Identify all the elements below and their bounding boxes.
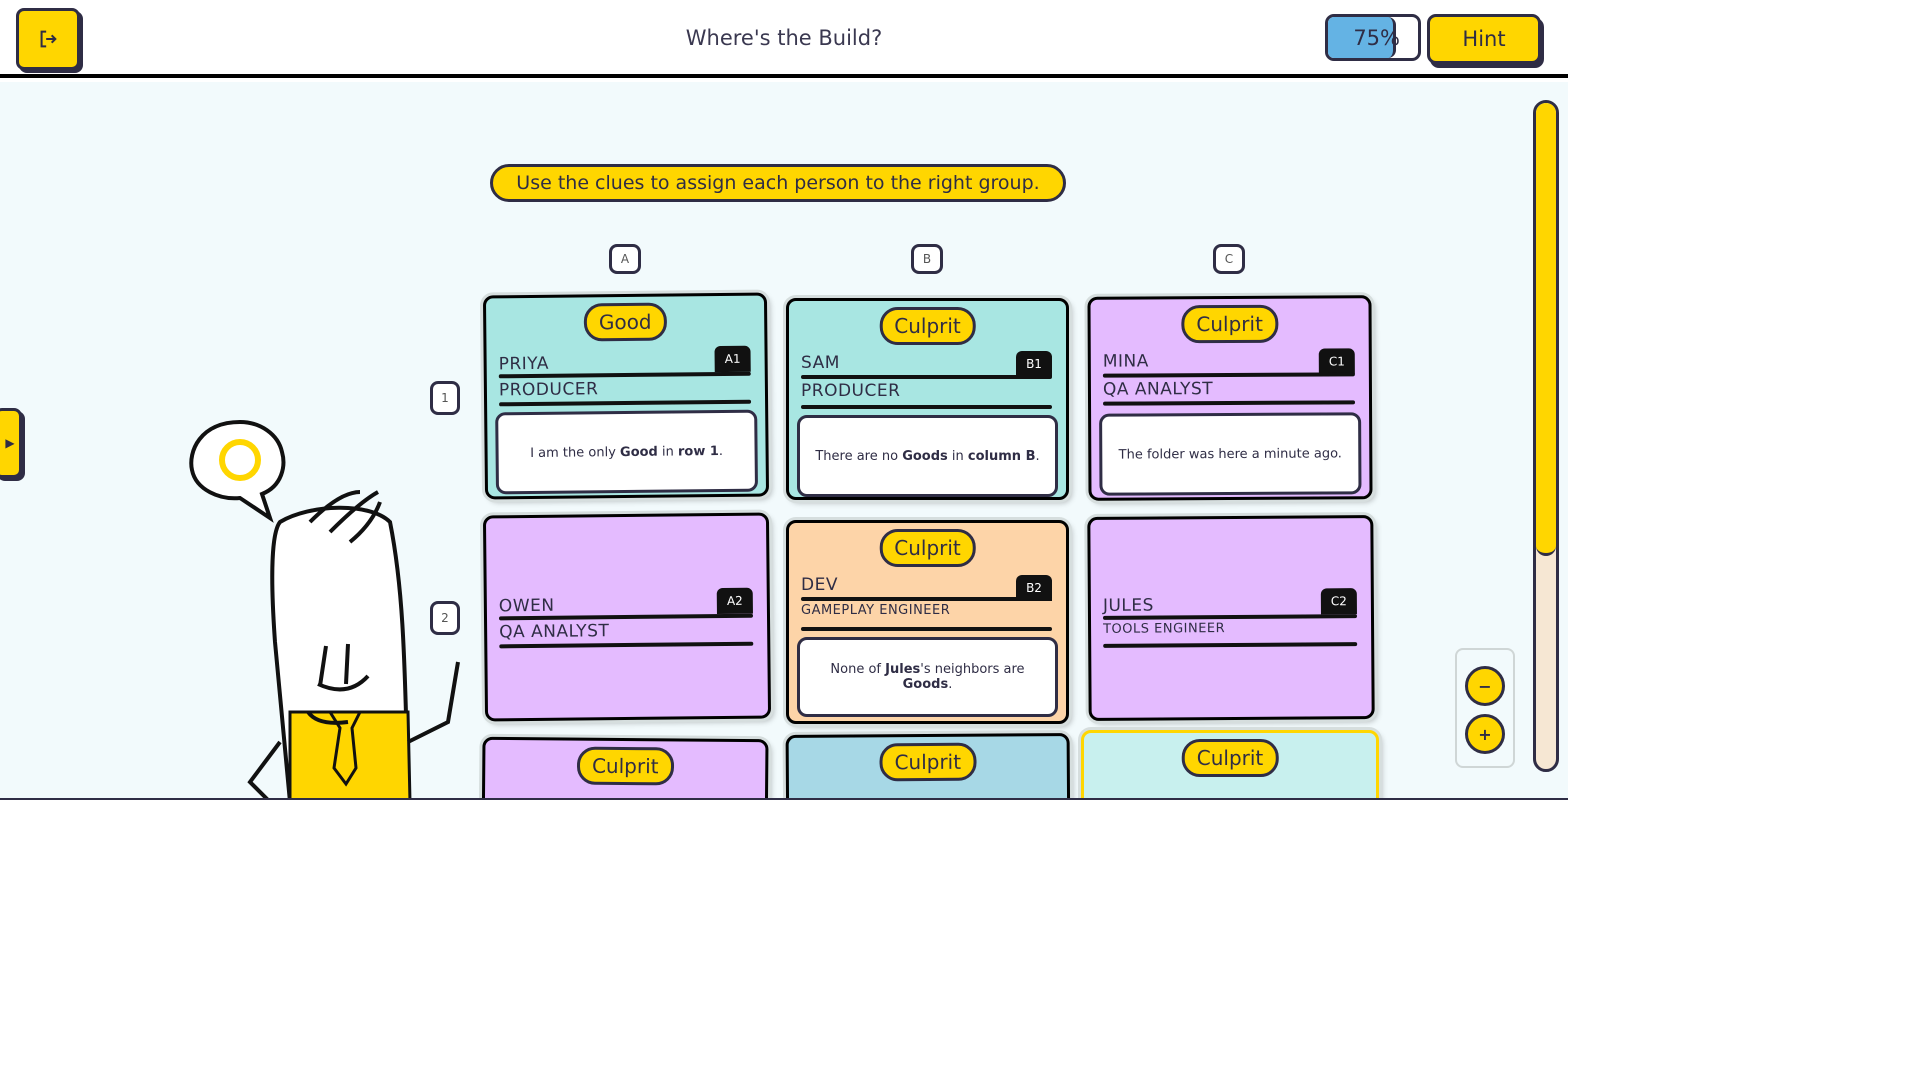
speech-circle-icon [219, 439, 261, 481]
cell-tag: B2 [1016, 575, 1052, 601]
card-a1[interactable]: Good PRIYA A1 PRODUCER I am the only Goo… [482, 292, 770, 500]
person-role: QA ANALYST [1102, 379, 1214, 400]
zoom-controls: − + [1455, 648, 1515, 768]
person-role: TOOLS ENGINEER [1103, 621, 1226, 637]
cell-tag: A2 [716, 587, 753, 615]
clue-text: None of Jules's neighbors are Goods. [797, 637, 1058, 717]
status-badge[interactable]: Culprit [879, 529, 976, 567]
scrollbar-thumb[interactable] [1536, 103, 1556, 556]
divider [499, 641, 754, 649]
top-bar: Where's the Build? 75% Hint [0, 0, 1568, 78]
status-badge[interactable]: Culprit [879, 307, 976, 345]
game-board: ▶ Use the clues to assign each person to… [0, 82, 1568, 800]
play-icon: ▶ [5, 436, 15, 450]
clue-text: There are no Goods in column B. [797, 415, 1058, 497]
card-c3[interactable]: Culprit [1081, 730, 1379, 798]
character-illustration [189, 419, 460, 798]
person-name: MINA [1102, 351, 1149, 372]
cell-tag: C1 [1318, 348, 1355, 375]
divider [801, 627, 1052, 631]
card-a2[interactable]: OWEN A2 QA ANALYST [482, 512, 772, 722]
row-header-1: 1 [430, 381, 460, 415]
column-header-b: B [911, 244, 943, 274]
divider [801, 597, 1052, 601]
cell-tag: A1 [714, 345, 751, 373]
person-name: SAM [801, 353, 840, 373]
page-title: Where's the Build? [685, 26, 883, 50]
hint-button[interactable]: Hint [1427, 14, 1541, 64]
status-badge[interactable]: Culprit [879, 742, 977, 782]
person-name: PRIYA [498, 353, 550, 375]
status-badge[interactable]: Culprit [1181, 304, 1278, 344]
divider [1103, 642, 1358, 648]
row-header-2: 2 [430, 601, 460, 635]
card-b1[interactable]: Culprit SAM B1 PRODUCER There are no Goo… [786, 298, 1069, 500]
zoom-in-button[interactable]: + [1465, 714, 1505, 754]
divider [801, 405, 1052, 409]
progress-fill [1328, 17, 1396, 58]
status-badge[interactable]: Culprit [576, 746, 674, 786]
person-role: QA ANALYST [499, 621, 610, 643]
progress-label: 75% [1353, 26, 1400, 50]
person-role: GAMEPLAY ENGINEER [801, 603, 951, 618]
divider [1102, 372, 1355, 378]
person-role: PRODUCER [498, 379, 599, 401]
instruction-banner: Use the clues to assign each person to t… [490, 164, 1066, 202]
side-panel-toggle[interactable]: ▶ [0, 408, 22, 478]
person-name: OWEN [498, 595, 555, 617]
divider [1102, 614, 1358, 620]
card-b3[interactable]: Culprit [785, 733, 1071, 798]
status-badge[interactable]: Culprit [1181, 739, 1279, 777]
divider [1103, 400, 1356, 406]
card-c2[interactable]: JULES C2 TOOLS ENGINEER [1087, 515, 1375, 721]
cell-tag: C2 [1320, 588, 1357, 615]
clue-text: I am the only Good in row 1. [495, 409, 759, 495]
speech-bubble [189, 419, 286, 523]
card-c1[interactable]: Culprit MINA C1 QA ANALYST The folder wa… [1087, 295, 1373, 501]
column-header-a: A [609, 244, 641, 274]
card-b2[interactable]: Culprit DEV B2 GAMEPLAY ENGINEER None of… [786, 520, 1069, 724]
exit-button[interactable] [16, 8, 80, 70]
person-name: JULES [1102, 595, 1154, 616]
exit-icon [40, 30, 57, 48]
person-role: PRODUCER [801, 381, 901, 401]
status-badge[interactable]: Good [583, 302, 667, 342]
divider [499, 399, 752, 407]
person-name: DEV [801, 575, 838, 595]
card-a3[interactable]: Culprit [481, 736, 769, 798]
column-header-c: C [1213, 244, 1245, 274]
progress-bar: 75% [1325, 14, 1421, 61]
divider [801, 375, 1052, 379]
zoom-out-button[interactable]: − [1465, 666, 1505, 706]
clue-text: The folder was here a minute ago. [1099, 412, 1362, 496]
cell-tag: B1 [1016, 351, 1052, 377]
scrollbar[interactable] [1533, 100, 1559, 772]
